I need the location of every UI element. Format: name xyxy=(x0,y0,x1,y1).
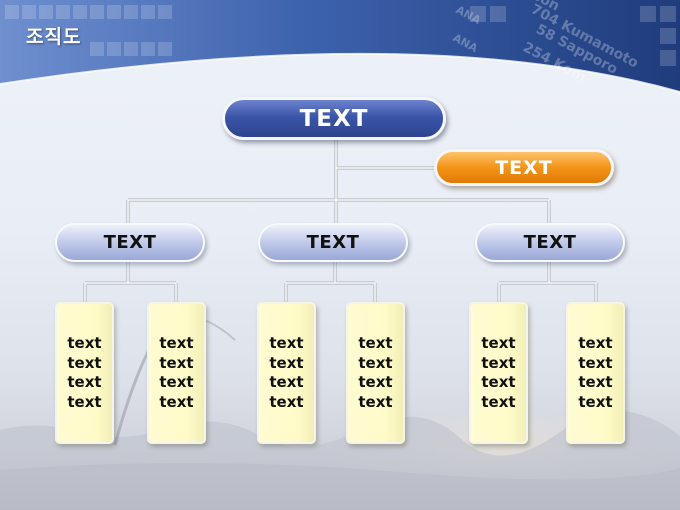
header-squares xyxy=(5,5,676,66)
leaf-text: text xyxy=(269,392,304,411)
side-node: TEXT xyxy=(434,149,614,186)
leaf-text: text xyxy=(159,373,194,391)
leaf-box-2-1: text text text text xyxy=(257,302,316,444)
mid-node-1: TEXT xyxy=(55,223,205,262)
leaf-text: text xyxy=(358,373,393,391)
leaf-box-1-2: text text text text xyxy=(147,302,206,444)
slide-title: 조직도 xyxy=(26,26,82,48)
leaf-text: text xyxy=(67,392,102,411)
leaf-text: text xyxy=(481,392,516,411)
leaf-text: text xyxy=(67,334,102,352)
leaf-text: text xyxy=(159,392,194,411)
leaf-text: text xyxy=(578,334,613,352)
leaf-text: text xyxy=(358,334,393,352)
leaf-text: text xyxy=(269,353,304,372)
leaf-box-3-2: text text text text xyxy=(566,302,625,444)
leaf-text: text xyxy=(159,334,194,352)
leaf-text: text xyxy=(67,373,102,391)
leaf-text: text xyxy=(67,353,102,372)
mid-node-2: TEXT xyxy=(258,223,408,262)
leaf-text: text xyxy=(578,392,613,411)
header-band xyxy=(0,0,680,92)
leaf-text: text xyxy=(159,353,194,372)
header-highlight xyxy=(0,52,680,93)
leaf-text: text xyxy=(481,334,516,352)
mid-node-3: TEXT xyxy=(475,223,625,262)
leaf-text: text xyxy=(269,334,304,352)
leaf-text: text xyxy=(578,373,613,391)
leaf-text: text xyxy=(269,373,304,391)
leaf-text: text xyxy=(578,353,613,372)
leaf-text: text xyxy=(358,353,393,372)
leaf-text: text xyxy=(481,373,516,391)
leaf-text: text xyxy=(481,353,516,372)
leaf-box-3-1: text text text text xyxy=(469,302,528,444)
top-node: TEXT xyxy=(222,97,446,140)
leaf-box-1-1: text text text text xyxy=(55,302,114,444)
leaf-text: text xyxy=(358,392,393,411)
leaf-box-2-2: text text text text xyxy=(346,302,405,444)
